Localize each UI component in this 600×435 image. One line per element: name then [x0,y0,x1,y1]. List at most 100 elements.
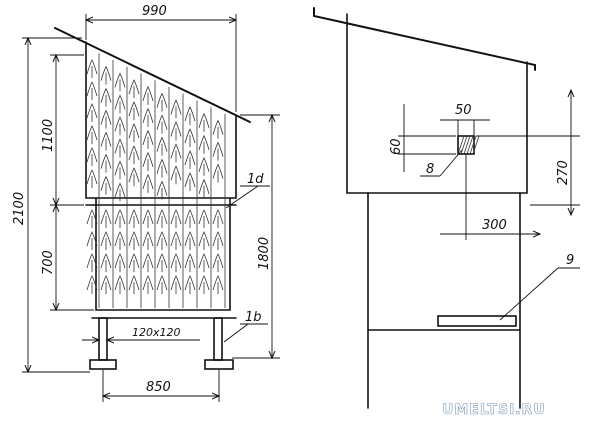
hatch-stroke [128,231,140,250]
hatch-stroke [86,231,98,250]
dim-1100-label: 1100 [41,119,56,152]
hatch-stroke [170,253,182,272]
lower-panel-outline [95,197,231,311]
hatch-stroke [142,253,154,272]
hatch-stroke [142,209,154,228]
hatch-stroke [184,209,196,228]
callout-1b-leader [223,323,249,343]
hatch-stroke [170,143,182,163]
hatch-stroke [114,182,126,202]
hatch-stroke [184,253,196,272]
entrance-hole-hatch [457,135,480,155]
hatch-stroke [142,231,154,250]
right-foot [204,359,234,370]
callout-9-leader [499,267,559,321]
dim-300-label: 300 [482,218,507,233]
hatch-stroke [86,253,98,272]
hole-hatch-line [472,135,480,155]
hatch-stroke [128,209,140,228]
hatch-stroke [100,153,112,173]
hatch-stroke [114,275,126,294]
hatch-stroke [128,79,140,99]
hatch-stroke [170,121,182,141]
hole-hatch-line [463,135,471,155]
hatch-stroke [184,128,196,148]
hatch-stroke [114,94,126,114]
hatch-stroke [114,138,126,158]
hatch-stroke [212,141,224,161]
dim-60-label: 60 [389,138,404,155]
hatch-stroke [114,116,126,136]
hatch-stroke [128,275,140,294]
dim-120-label: 120x120 [132,326,181,339]
hatch-stroke [86,125,98,144]
hatch-stroke [86,147,98,166]
hatch-stroke [114,160,126,180]
hatch-stroke [142,151,154,171]
hole-hatch-line [460,135,468,155]
hatch-stroke [128,145,140,165]
hatch-stroke [100,65,112,85]
right-leg [213,317,223,361]
hatch-stroke [170,99,182,119]
hatch-stroke [212,275,224,294]
part-9-plate [437,315,517,327]
hatch-stroke [114,231,126,250]
hatch-stroke [170,231,182,250]
hatch-stroke [212,209,224,228]
hatch-stroke [184,150,196,170]
hatch-stroke [198,231,210,250]
hatch-stroke [100,175,112,195]
upper-panel-outline [85,41,237,199]
upper-box [346,13,528,194]
dim-850-label: 850 [146,380,171,395]
hatch-stroke [86,209,98,228]
hatch-stroke [128,101,140,121]
hatch-stroke [212,253,224,272]
hatch-stroke [156,158,168,178]
hatch-stroke [198,253,210,272]
hatch-stroke [142,107,154,127]
dim-700-label: 700 [41,250,56,275]
hatch-stroke [86,275,98,294]
dim-270-label: 270 [556,160,571,185]
hatch-stroke [212,163,224,183]
hatch-stroke [142,275,154,294]
hatch-stroke [156,114,168,134]
hatch-stroke [128,123,140,143]
hatch-stroke [156,136,168,156]
hatch-stroke [156,253,168,272]
callout-9-label: 9 [566,253,574,268]
hatch-stroke [86,59,98,78]
front-view: 990 2100 1100 700 1800 1d 1b 120x120 [12,4,280,402]
hatch-stroke [198,275,210,294]
hatch-stroke [198,209,210,228]
hatch-stroke [100,253,112,272]
hatch-stroke [86,81,98,100]
hatch-stroke [184,106,196,126]
side-view: 50 60 8 270 300 9 [313,7,580,409]
hatch-stroke [198,156,210,176]
hatch-stroke [86,169,98,188]
hatch-stroke [184,275,196,294]
left-foot [89,359,117,370]
roof-line [54,27,251,123]
callout-8-leader [439,149,463,177]
callout-1b-label: 1b [245,310,262,325]
hatch-stroke [184,231,196,250]
callout-1d-leader [225,185,259,209]
hatch-stroke [156,180,168,200]
left-leg [98,317,108,361]
hatch-stroke [212,119,224,139]
hatch-stroke [100,87,112,107]
hatch-stroke [100,209,112,228]
hole-hatch-line [469,135,477,155]
hatch-stroke [198,178,210,198]
callout-1d-label: 1d [247,172,264,187]
hatch-stroke [86,103,98,122]
hole-hatch-line [466,135,474,155]
hatch-stroke [100,109,112,129]
watermark: UMELTSI.RU [442,402,546,418]
hatch-stroke [170,165,182,185]
